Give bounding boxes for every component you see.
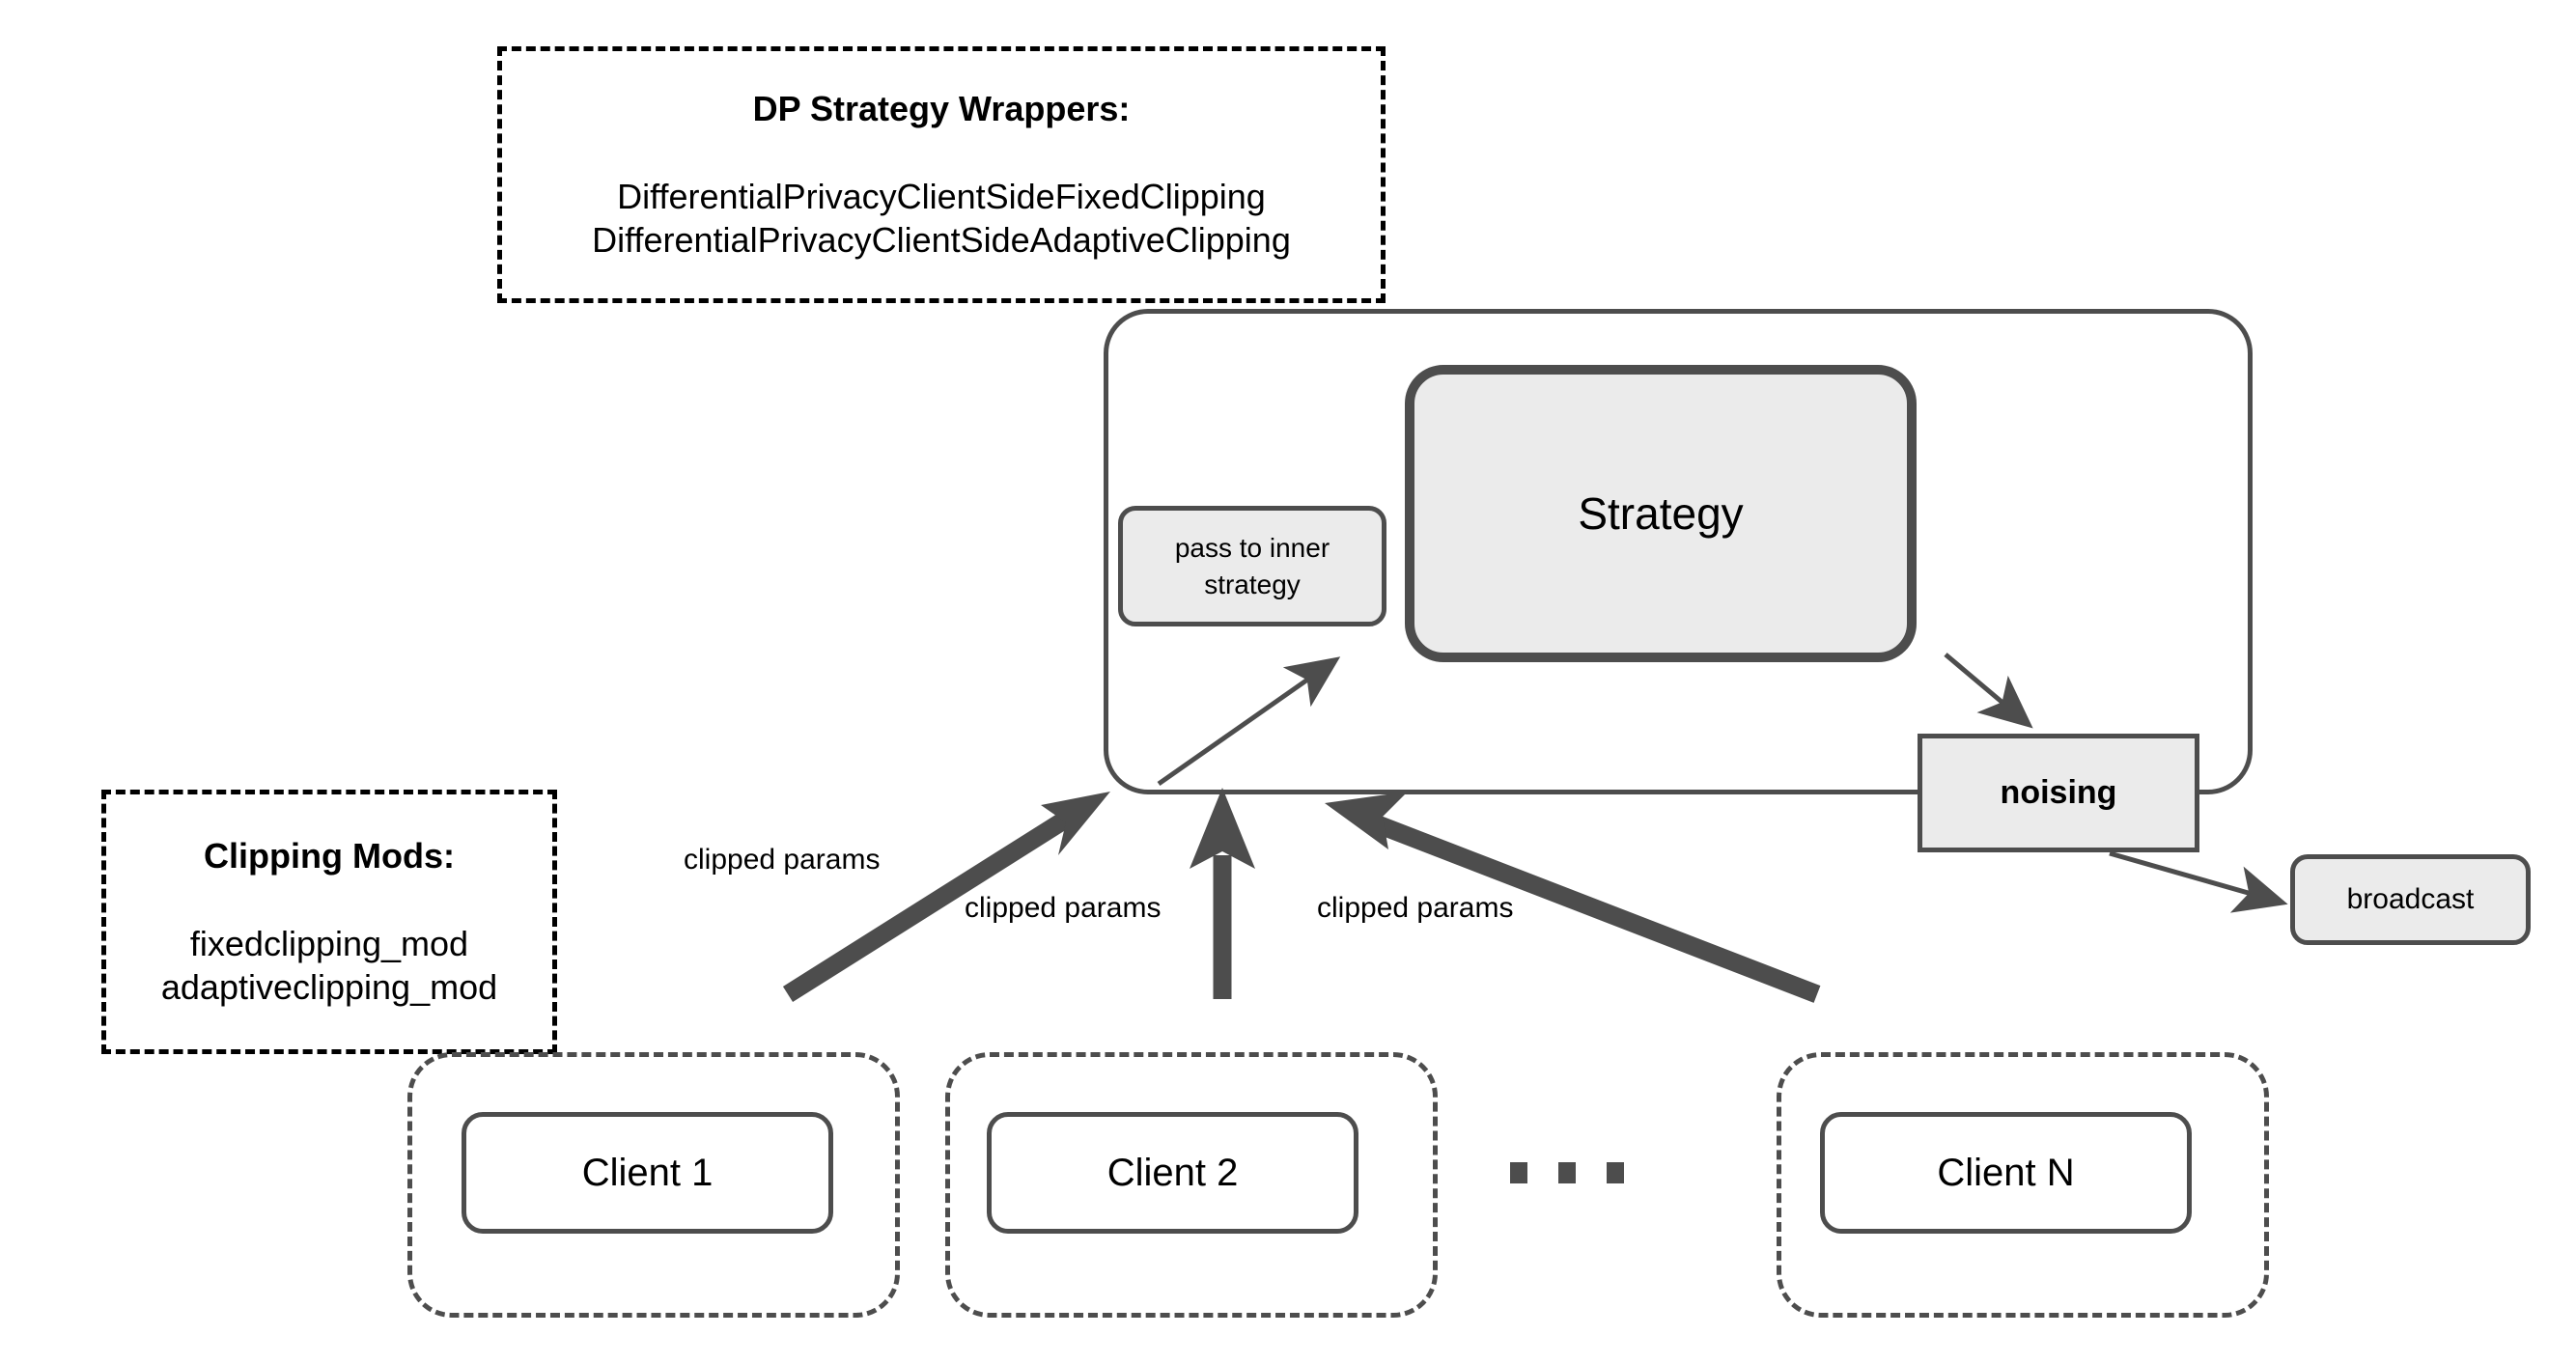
clipping-mods-note: Clipping Mods: fixedclipping_mod adaptiv… [101,790,557,1054]
broadcast-label: broadcast [2346,883,2475,915]
client-group-2 [945,1052,1438,1318]
client-box-n[interactable]: Client N [1820,1112,2192,1234]
dp-strategy-wrappers-items: DifferentialPrivacyClientSideFixedClippi… [592,176,1291,260]
edge-label-clipped-params-3: clipped params [1317,892,1514,924]
strategy-box[interactable]: Strategy [1405,365,1917,662]
edge-label-clipped-params-2: clipped params [965,892,1162,924]
pass-to-inner-strategy-box[interactable]: pass to inner strategy [1118,506,1386,626]
client-label-1: Client 1 [581,1151,714,1194]
noising-label: noising [2000,774,2117,811]
ellipsis-dot [1558,1162,1576,1183]
client-label-n: Client N [1937,1151,2075,1194]
edge-label-clipped-params-1: clipped params [684,844,881,876]
clients-ellipsis-icon [1510,1162,1624,1183]
broadcast-box[interactable]: broadcast [2290,854,2531,945]
ellipsis-dot [1607,1162,1624,1183]
client-box-1[interactable]: Client 1 [462,1112,833,1234]
pass-to-inner-strategy-label: pass to inner strategy [1174,532,1330,599]
arrow-client2-to-server [1190,788,1255,999]
ellipsis-dot [1510,1162,1527,1183]
client-box-2[interactable]: Client 2 [987,1112,1358,1234]
strategy-label: Strategy [1578,488,1744,539]
client-group-1 [407,1052,900,1318]
server-container [1104,309,2253,794]
clipping-mods-title: Clipping Mods: [204,836,455,876]
arrow-noising-to-broadcast [2109,850,2288,913]
clipping-mods-items: fixedclipping_mod adaptiveclipping_mod [160,923,498,1007]
dp-strategy-wrappers-note: DP Strategy Wrappers: DifferentialPrivac… [497,46,1386,303]
noising-box[interactable]: noising [1918,734,2199,852]
client-label-2: Client 2 [1106,1151,1239,1194]
dp-strategy-wrappers-title: DP Strategy Wrappers: [752,89,1131,129]
client-group-n [1777,1052,2269,1318]
